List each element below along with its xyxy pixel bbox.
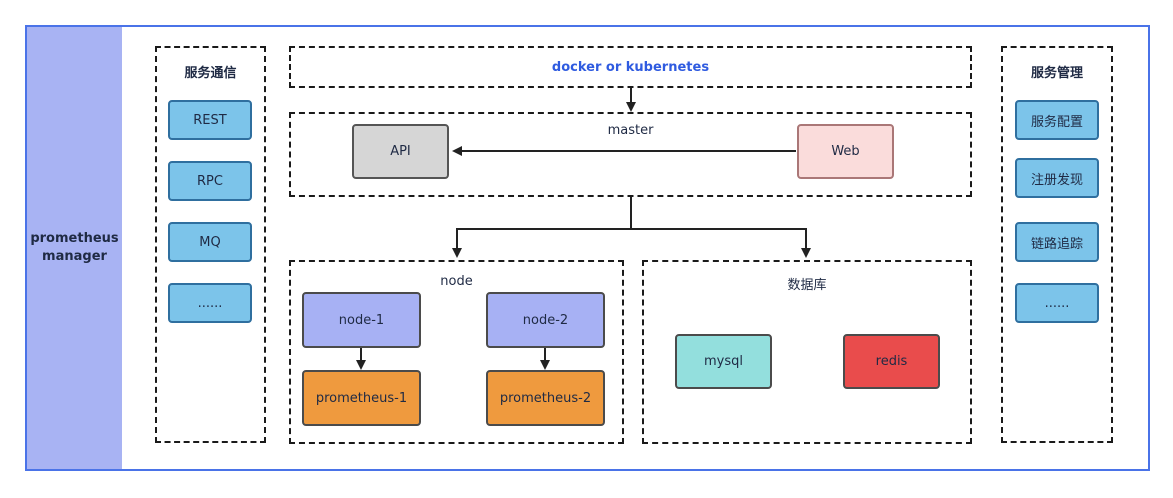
service-config-box: 服务配置	[1015, 100, 1099, 140]
database-panel	[642, 260, 972, 444]
communication-panel-title: 服务通信	[184, 66, 237, 81]
arrow-master-to-node	[452, 197, 632, 258]
more-management-box: ......	[1015, 283, 1099, 323]
sidebar-label-line1: prometheus	[30, 231, 119, 246]
prometheus-1-box: prometheus-1	[302, 370, 421, 426]
prometheus-manager-sidebar: prometheus manager	[27, 27, 122, 469]
docker-kubernetes-label: docker or kubernetes	[551, 60, 710, 75]
rpc-box: RPC	[168, 161, 252, 201]
node-panel	[289, 260, 624, 444]
web-box: Web	[797, 124, 894, 179]
database-title: 数据库	[787, 278, 827, 293]
service-discovery-box: 注册发现	[1015, 158, 1099, 198]
rest-box: REST	[168, 100, 252, 140]
mysql-box: mysql	[675, 334, 772, 389]
management-panel	[1001, 46, 1113, 443]
mq-box: MQ	[168, 222, 252, 262]
node-title: node	[440, 274, 473, 289]
redis-box: redis	[843, 334, 940, 389]
prometheus-2-box: prometheus-2	[486, 370, 605, 426]
sidebar-label-line2: manager	[42, 249, 107, 264]
tracing-box: 链路追踪	[1015, 222, 1099, 262]
more-communication-box: ......	[168, 283, 252, 323]
api-box: API	[352, 124, 449, 179]
arrow-master-to-database	[631, 228, 811, 258]
node-1-box: node-1	[302, 292, 421, 348]
master-title: master	[607, 123, 654, 138]
management-panel-title: 服务管理	[1030, 66, 1083, 81]
communication-panel	[155, 46, 266, 443]
node-2-box: node-2	[486, 292, 605, 348]
docker-kubernetes-bar	[289, 46, 972, 88]
master-panel	[289, 112, 972, 197]
